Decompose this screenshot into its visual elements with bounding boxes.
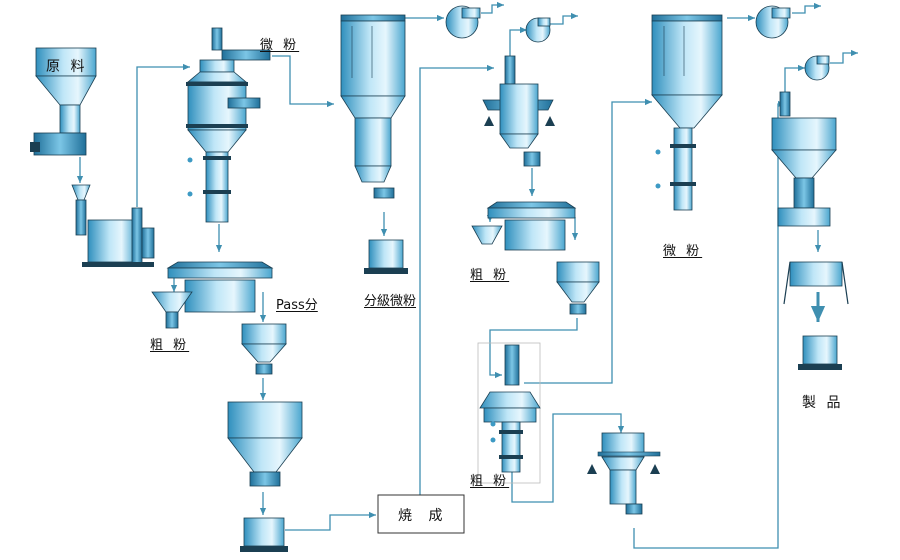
fan-1 <box>445 5 481 39</box>
vibrating-sieve-2 <box>471 201 577 251</box>
label-coarse-3: 粗 粉 <box>470 474 510 489</box>
cyclone-2 <box>651 14 723 211</box>
pass-hopper <box>241 323 287 375</box>
label-raw: 原 料 <box>46 59 88 75</box>
label-classified-fine: 分級微粉 <box>364 294 417 309</box>
fan-4 <box>804 55 830 81</box>
fan-2 <box>525 17 551 43</box>
feed-hopper-2 <box>556 261 600 315</box>
fan-3 <box>755 5 791 39</box>
transfer-container <box>240 517 288 552</box>
collection-hopper <box>587 432 661 515</box>
label-coarse-1: 粗 粉 <box>150 338 190 353</box>
jet-mill <box>477 342 541 484</box>
flow-lines <box>76 1 858 549</box>
air-classifier-1 <box>186 27 271 223</box>
ball-mill <box>71 184 155 267</box>
large-silo <box>227 401 303 487</box>
label-fine-2: 微 粉 <box>663 244 703 259</box>
air-classifier-2 <box>482 55 555 167</box>
fine-container-1 <box>364 239 408 274</box>
label-calcine: 焼 成 <box>398 508 449 524</box>
calcine-box <box>377 494 465 534</box>
label-fine-1: 微 粉 <box>260 38 300 53</box>
vibrating-sieve-1 <box>151 261 274 329</box>
bag-filter <box>771 91 837 227</box>
label-product: 製 品 <box>802 395 844 411</box>
label-coarse-2: 粗 粉 <box>470 268 510 283</box>
cyclone-1 <box>340 14 406 199</box>
raw-material-hopper <box>30 47 97 156</box>
product-container <box>798 335 842 370</box>
demagnetizer-screen <box>783 261 849 305</box>
label-pass: Pass分 <box>276 298 318 313</box>
